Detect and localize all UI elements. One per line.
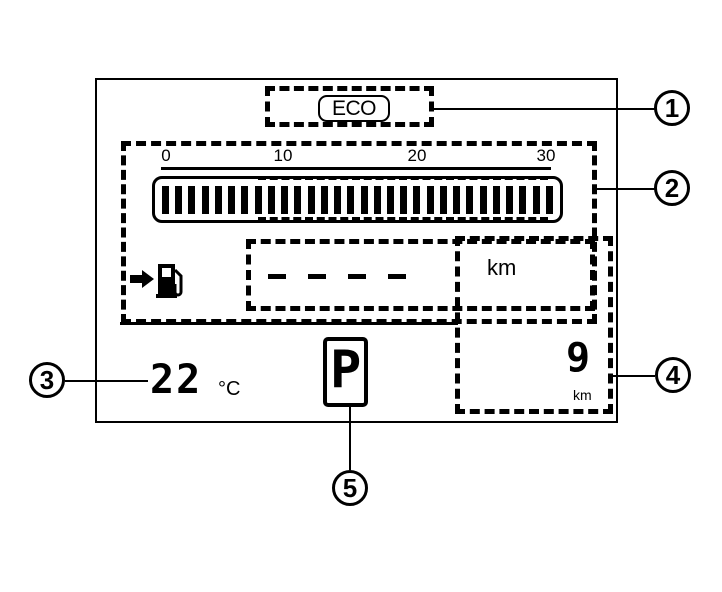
bar-segment [426, 186, 434, 214]
bar-highlight-bottom [258, 217, 548, 225]
small-range-value: 9 [566, 335, 591, 381]
bar-segment [347, 186, 355, 214]
callout-3: 3 [29, 362, 65, 398]
leader-line-4 [612, 375, 655, 377]
range-unit: km [487, 255, 517, 280]
gear-value: P [330, 340, 362, 400]
bar-segment [386, 186, 394, 214]
leader-line-2 [596, 188, 655, 190]
range-region-outline [246, 239, 595, 311]
economy-region-outline [121, 141, 597, 324]
range-dashes [268, 274, 406, 279]
scale-tick-30: 30 [536, 146, 556, 165]
bar-segment [267, 186, 275, 214]
bar-segment [214, 186, 222, 214]
arrow-right-icon [130, 270, 154, 293]
temperature-unit: °C [218, 378, 241, 400]
scale-tick-0: 0 [161, 146, 171, 165]
bar-segment [439, 186, 447, 214]
bar-segment [201, 186, 209, 214]
bar-segment [307, 186, 315, 214]
bar-segment [519, 186, 527, 214]
bar-segment [373, 186, 381, 214]
callout-2: 2 [654, 170, 690, 206]
divider-line [120, 322, 458, 325]
callout-5: 5 [332, 470, 368, 506]
eco-indicator: ECO [318, 95, 390, 122]
bar-segment [453, 186, 461, 214]
bar-segment [492, 186, 500, 214]
bar-segment [188, 186, 196, 214]
bar-segment [228, 186, 236, 214]
bar-segment [400, 186, 408, 214]
bar-segment [466, 186, 474, 214]
eco-region-outline [265, 86, 434, 127]
display-frame [95, 78, 618, 423]
scale-tick-20: 20 [407, 146, 427, 165]
bar-segment [320, 186, 328, 214]
leader-line-1 [433, 108, 655, 110]
bar-gauge-segments [162, 186, 553, 214]
bar-segment [479, 186, 487, 214]
callout-1: 1 [654, 90, 690, 126]
fuel-pump-icon [156, 262, 186, 303]
bar-segment [506, 186, 514, 214]
bar-segment [241, 186, 249, 214]
bar-segment [413, 186, 421, 214]
bar-segment [334, 186, 342, 214]
bar-segment [360, 186, 368, 214]
gear-indicator-box [323, 337, 368, 407]
small-range-unit: km [573, 387, 592, 403]
small-range-outline [455, 236, 613, 414]
bar-segment [545, 186, 553, 214]
bar-segment [281, 186, 289, 214]
bar-gauge-frame [152, 176, 563, 223]
bar-segment [162, 186, 169, 214]
bar-segment [532, 186, 540, 214]
leader-line-3 [65, 380, 148, 382]
bar-segment [175, 186, 183, 214]
callout-4: 4 [655, 357, 691, 393]
scale-line [161, 167, 551, 170]
bar-segment [294, 186, 302, 214]
temperature-value: 22 [150, 357, 203, 403]
scale-tick-10: 10 [273, 146, 293, 165]
leader-line-5 [349, 406, 351, 470]
bar-segment [254, 186, 262, 214]
